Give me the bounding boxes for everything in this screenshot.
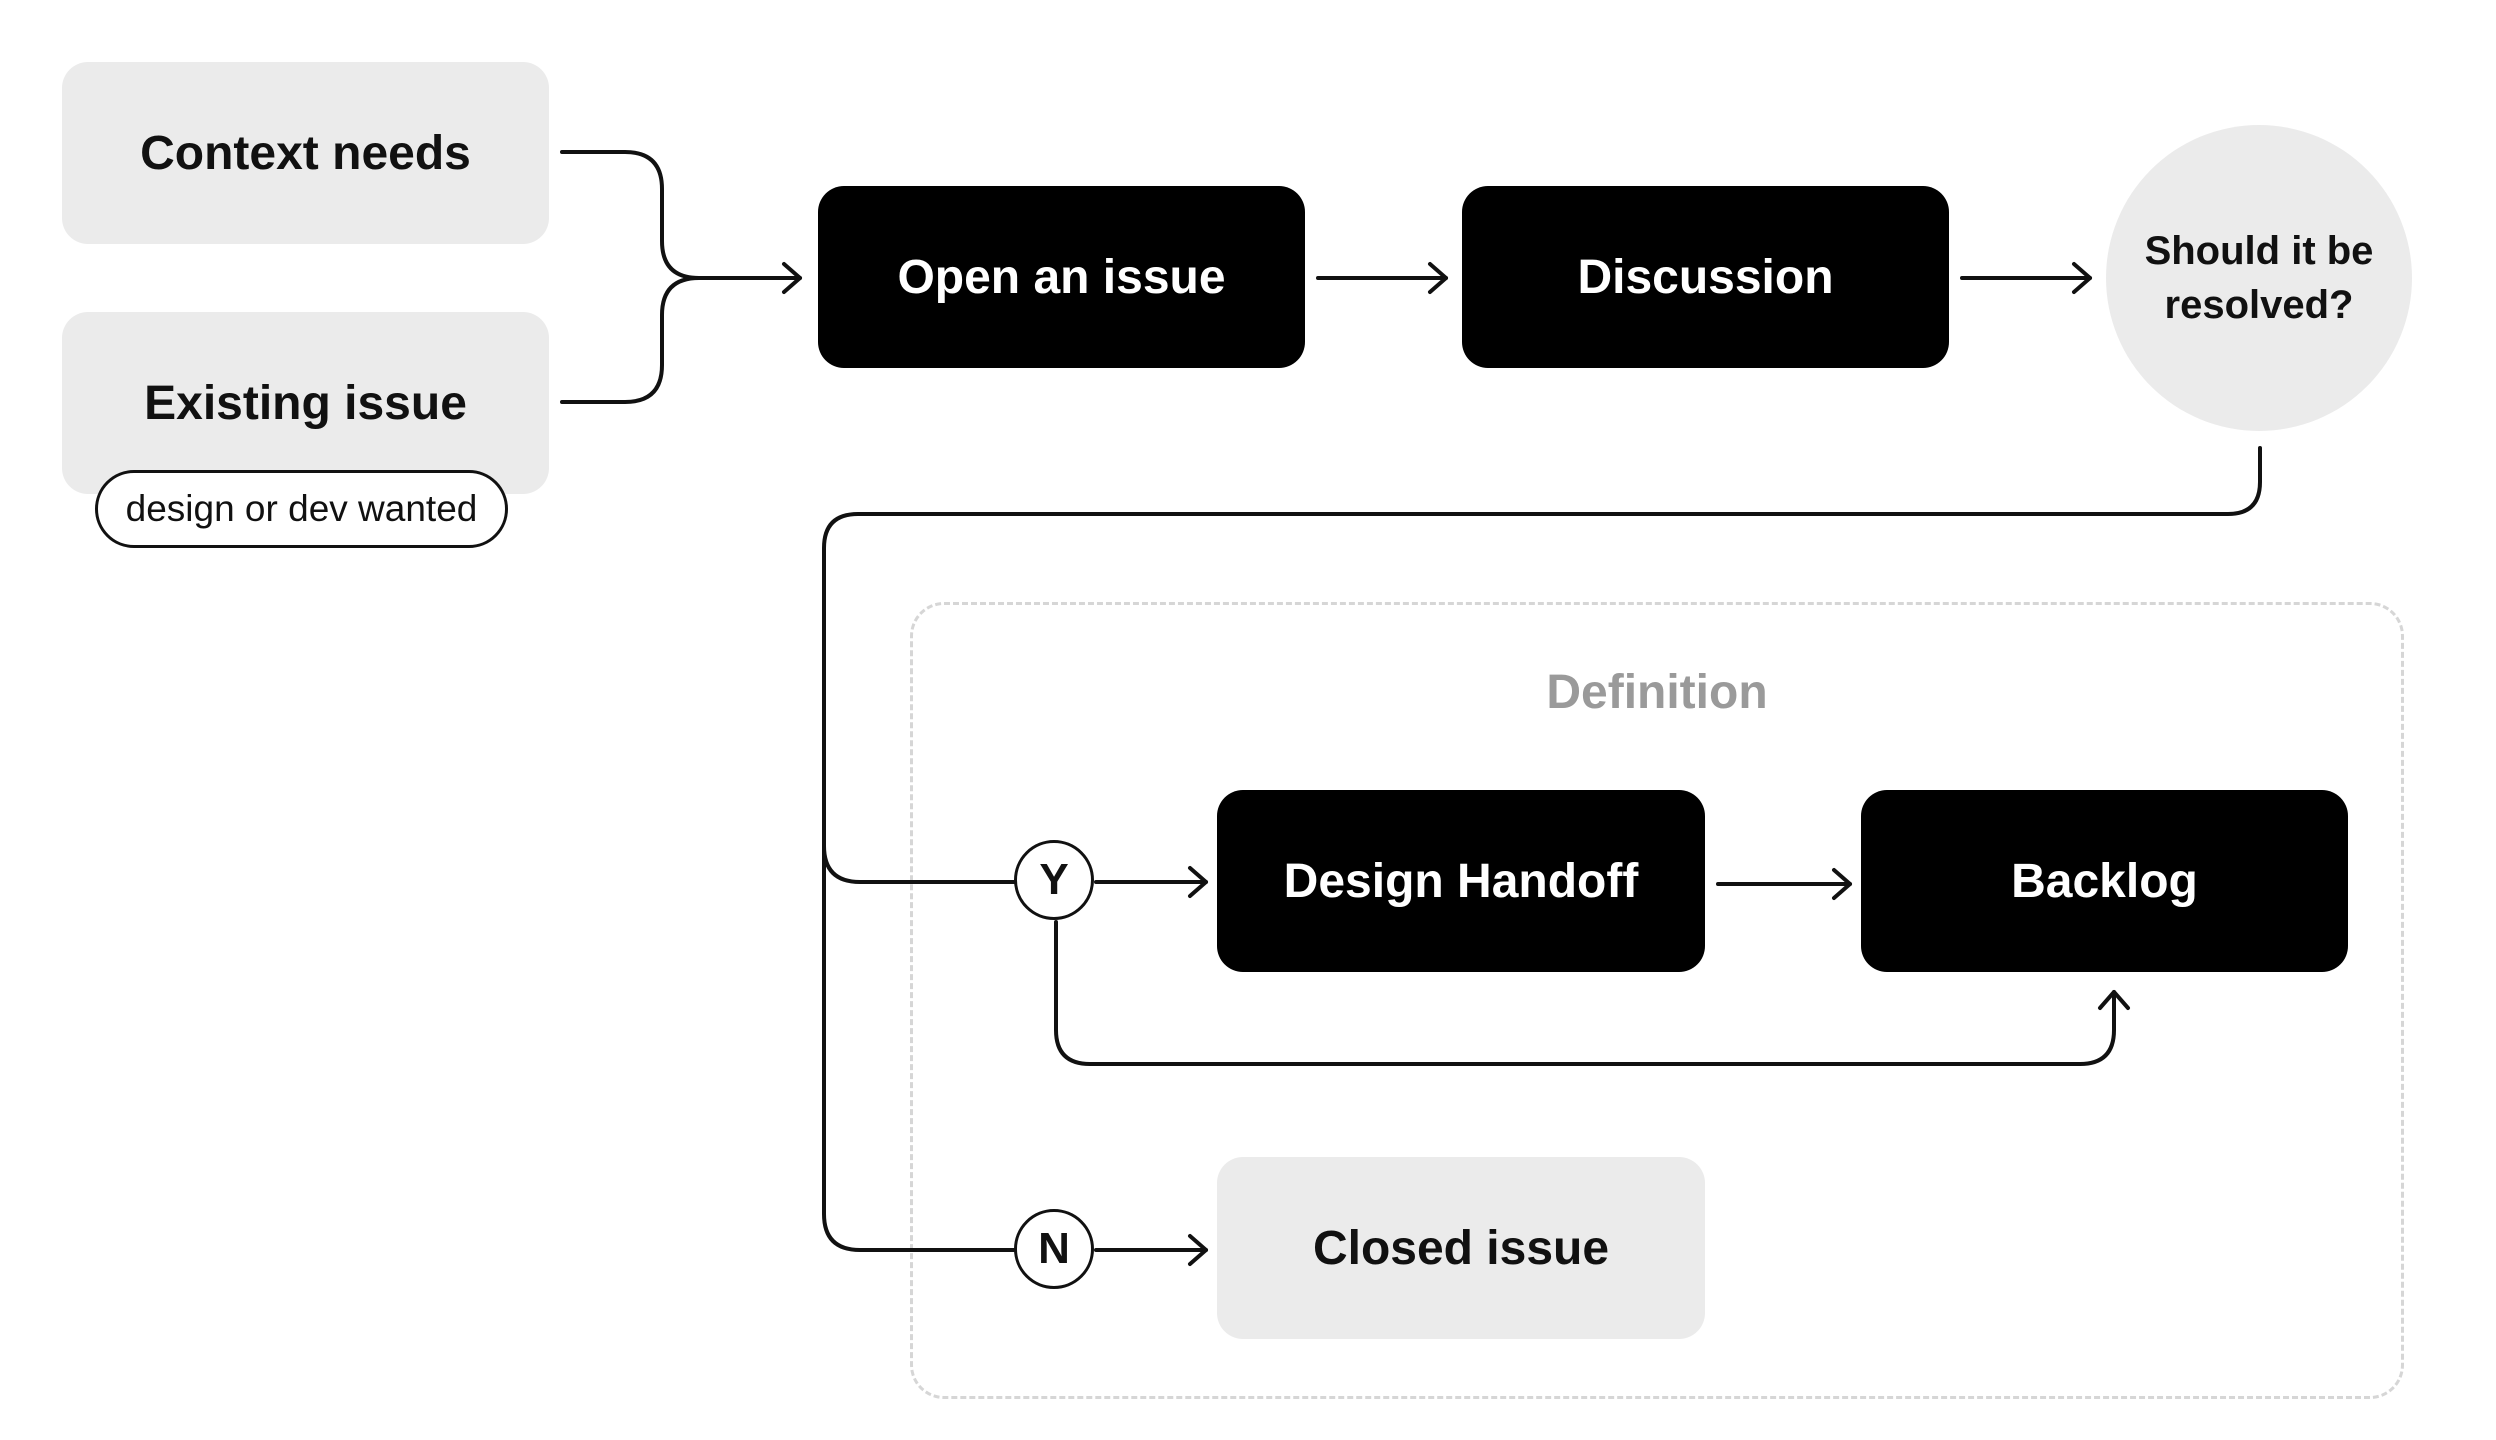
connector-yes-bypass-to-backlog [1054, 920, 2116, 1066]
connector-merge-arrowhead [782, 262, 802, 294]
design-handoff-node: Design Handoff [1217, 790, 1705, 972]
open-issue-node: Open an issue [818, 186, 1305, 368]
context-needs-node: Context needs [62, 62, 549, 244]
existing-issue-tag: design or dev wanted [95, 470, 508, 548]
closed-issue-node: Closed issue [1217, 1157, 1705, 1339]
backlog-node: Backlog [1861, 790, 2348, 972]
design-handoff-label: Design Handoff [1283, 854, 1639, 908]
connector-context-to-merge [560, 150, 701, 280]
connector-existing-to-merge [560, 276, 701, 404]
connector-bypass-arrowhead [2098, 990, 2130, 1010]
connector-open-to-discussion-arrowhead [1428, 262, 1448, 294]
backlog-label: Backlog [2011, 854, 2198, 908]
discussion-label: Discussion [1577, 250, 1834, 304]
yes-branch-badge: Y [1014, 840, 1094, 920]
connector-bus-to-yes [822, 844, 1018, 884]
connector-yes-to-handoff-arrowhead [1188, 866, 1208, 898]
existing-issue-node: Existing issue [62, 312, 549, 494]
no-branch-badge: N [1014, 1209, 1094, 1289]
connector-no-to-closed-arrowhead [1188, 1234, 1208, 1266]
connector-handoff-to-backlog-arrowhead [1832, 868, 1852, 900]
closed-issue-label: Closed issue [1312, 1221, 1610, 1275]
existing-issue-label: Existing issue [144, 376, 467, 430]
decision-label: Should it be resolved? [2144, 229, 2374, 327]
decision-node: Should it be resolved? [2106, 125, 2412, 431]
definition-group-title: Definition [1546, 666, 1768, 719]
discussion-node: Discussion [1462, 186, 1949, 368]
definition-group: Definition [910, 602, 2404, 1399]
open-issue-label: Open an issue [897, 250, 1226, 304]
connector-decision-to-bus [822, 446, 2262, 1252]
context-needs-label: Context needs [140, 126, 471, 180]
connector-discussion-to-decision-arrowhead [2072, 262, 2092, 294]
